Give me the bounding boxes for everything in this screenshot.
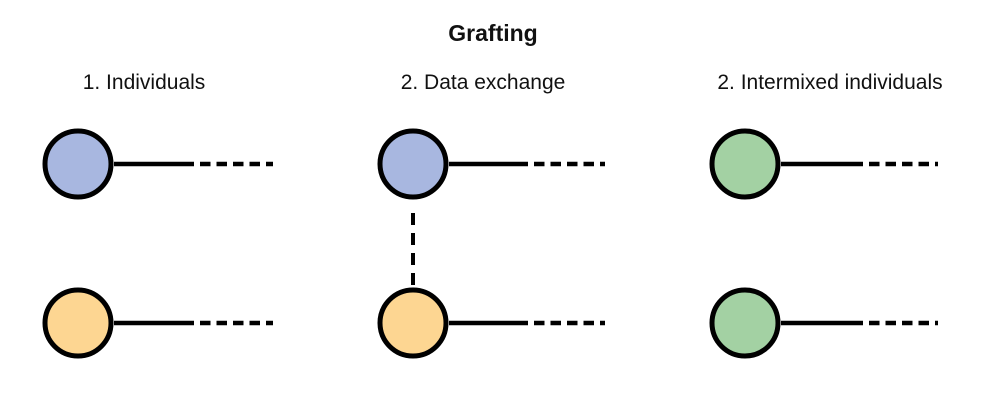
panel-label-intermixed-individuals: 2. Intermixed individuals (717, 71, 943, 94)
intermixed-node-green-2 (709, 287, 781, 359)
intermixed-node-green-1 (709, 128, 781, 200)
exchange-node-orange (377, 287, 449, 359)
panel-label-data-exchange: 2. Data exchange (400, 71, 566, 94)
panel-intermixed-individuals (709, 128, 938, 359)
panel-individuals (42, 128, 273, 359)
diagram-title: Grafting (448, 20, 538, 46)
individual-node-blue-1 (42, 128, 114, 200)
exchange-node-blue (377, 128, 449, 200)
panel-data-exchange (377, 128, 605, 359)
individual-node-orange-1 (42, 287, 114, 359)
panel-label-individuals: 1. Individuals (82, 71, 206, 94)
